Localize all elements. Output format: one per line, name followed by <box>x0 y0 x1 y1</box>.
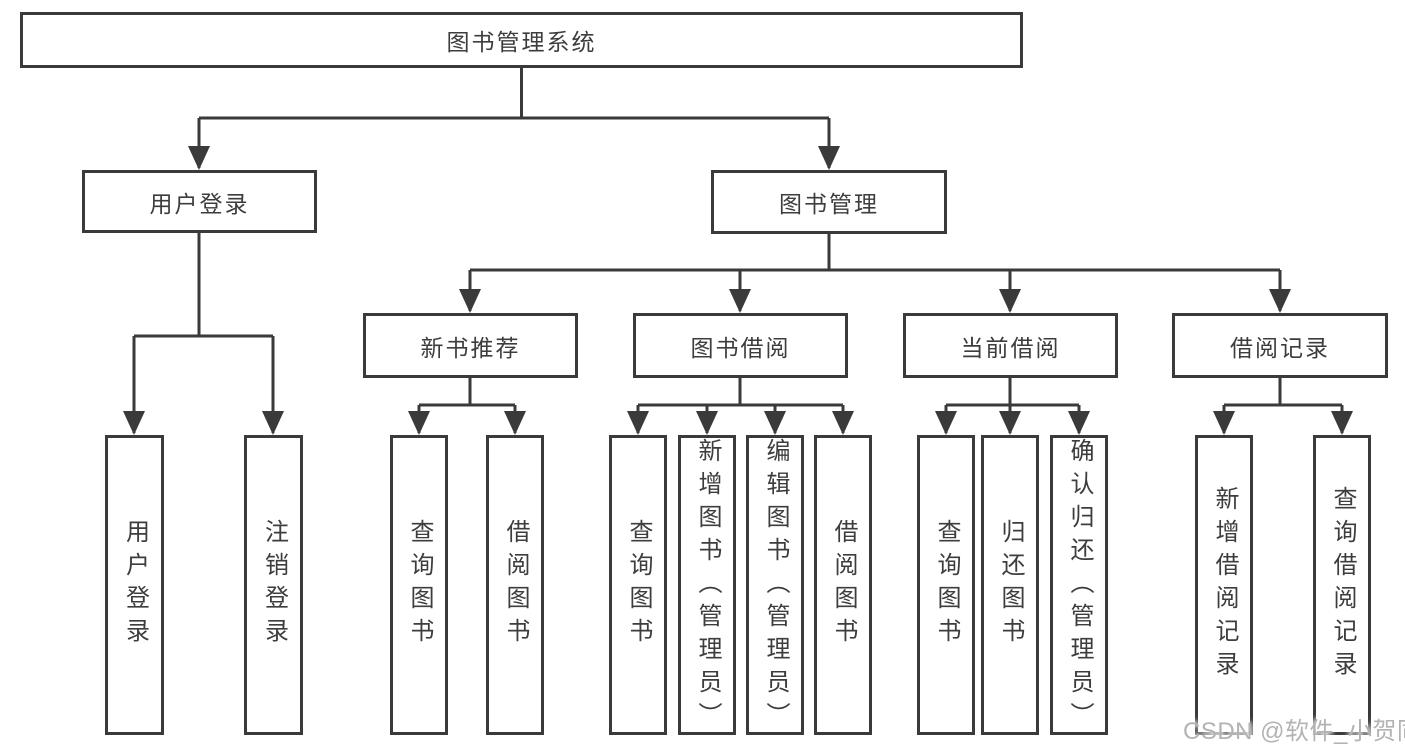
arrowhead-down-icon <box>696 411 718 435</box>
leaf-br-query-record: 查询借阅记录 <box>1313 435 1371 735</box>
arrowhead-down-icon <box>764 411 786 435</box>
node-new-book-recommend: 新书推荐 <box>363 313 578 378</box>
leaf-bb-borrow-books: 借阅图书 <box>814 435 872 735</box>
csdn-watermark: CSDN @软件_小贺同学 <box>1183 718 1405 745</box>
arrowhead-down-icon <box>818 146 840 170</box>
connector-new-book-recommend-to-leaves <box>408 378 526 435</box>
leaf-bb-query-books: 查询图书 <box>609 435 667 735</box>
node-borrow-records: 借阅记录 <box>1172 313 1388 378</box>
leaf-br-add-record: 新增借阅记录 <box>1195 435 1253 735</box>
leaf-nb-borrow-books: 借阅图书 <box>486 435 544 735</box>
leaf-cb-query-books: 查询图书 <box>917 435 975 735</box>
connector-user-login-to-leaves <box>123 232 284 435</box>
leaf-bb-add-books-admin: 新增图书（管理员） <box>678 435 736 735</box>
node-book-mgmt: 图书管理 <box>711 170 947 234</box>
leaf-bb-edit-books-admin: 编辑图书（管理员） <box>746 435 804 735</box>
connector-root-to-level2 <box>188 68 840 170</box>
connector-line <box>1222 378 1344 433</box>
node-root-library-system: 图书管理系统 <box>20 12 1023 68</box>
connector-book-mgmt-to-level3 <box>459 234 1291 313</box>
node-user-login: 用户登录 <box>82 170 317 233</box>
leaf-logout-login: 注销登录 <box>244 435 303 735</box>
connector-book-borrow-to-leaves <box>627 378 854 435</box>
arrowhead-down-icon <box>1269 289 1291 313</box>
arrowhead-down-icon <box>999 289 1021 313</box>
connector-line <box>132 232 275 433</box>
leaf-user-login: 用户登录 <box>105 435 164 735</box>
arrowhead-down-icon <box>459 289 481 313</box>
arrowhead-down-icon <box>1213 411 1235 435</box>
connector-borrow-records-to-leaves <box>1213 378 1353 435</box>
node-current-borrow: 当前借阅 <box>903 313 1118 378</box>
leaf-nb-query-books: 查询图书 <box>390 435 448 735</box>
arrowhead-down-icon <box>935 411 957 435</box>
arrowhead-down-icon <box>408 411 430 435</box>
arrowhead-down-icon <box>832 411 854 435</box>
arrowhead-down-icon <box>627 411 649 435</box>
arrowhead-down-icon <box>1331 411 1353 435</box>
arrowhead-down-icon <box>262 411 284 435</box>
connector-current-borrow-to-leaves <box>935 378 1090 435</box>
connector-line <box>197 68 831 168</box>
leaf-cb-return-books: 归还图书 <box>981 435 1039 735</box>
arrowhead-down-icon <box>999 411 1021 435</box>
node-book-borrow: 图书借阅 <box>633 313 848 378</box>
arrowhead-down-icon <box>123 411 145 435</box>
arrowhead-down-icon <box>729 289 751 313</box>
connector-line <box>468 234 1282 311</box>
connector-line <box>417 378 517 433</box>
arrowhead-down-icon <box>504 411 526 435</box>
leaf-cb-confirm-return-admin: 确认归还（管理员） <box>1050 435 1108 735</box>
arrowhead-down-icon <box>1068 411 1090 435</box>
connector-line <box>636 378 845 433</box>
arrowhead-down-icon <box>188 146 210 170</box>
